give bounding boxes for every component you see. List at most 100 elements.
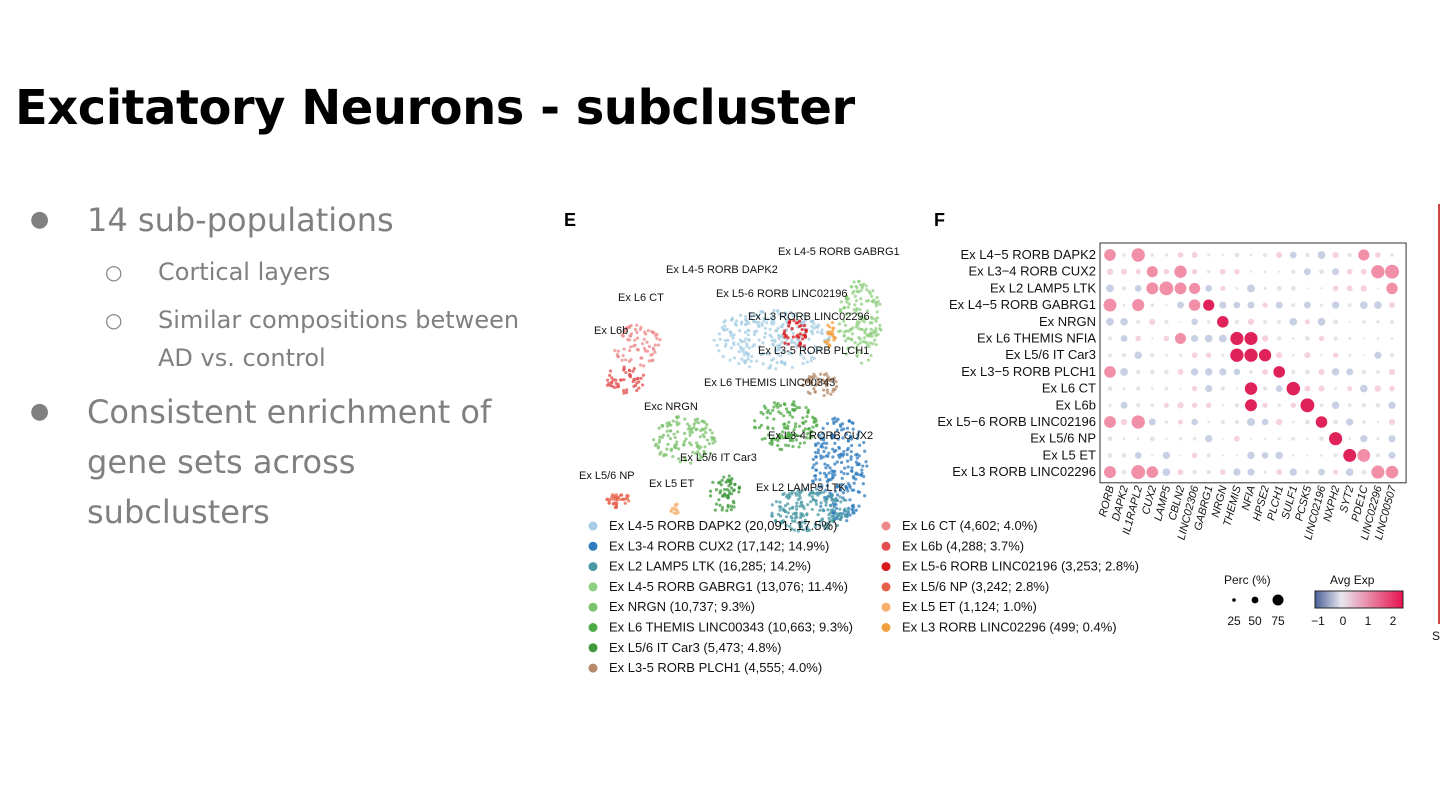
umap-point: [805, 414, 809, 419]
umap-point: [803, 521, 807, 525]
umap-point: [652, 348, 656, 352]
umap-point: [776, 326, 780, 330]
dot-plot-dot: [1318, 385, 1325, 392]
dot-plot-dot: [1347, 303, 1352, 307]
umap-point: [793, 312, 797, 316]
umap-point: [846, 346, 850, 351]
umap-point: [832, 338, 836, 342]
umap-point: [857, 454, 861, 458]
umap-point: [787, 420, 791, 424]
umap-point: [863, 494, 867, 498]
umap-cluster-label: Ex L4-5 RORB GABRG1: [778, 246, 900, 258]
dot-plot-dot: [1371, 265, 1385, 279]
perc-legend-dot: [1272, 594, 1284, 606]
umap-point: [826, 338, 831, 342]
dot-plot-dot: [1233, 435, 1240, 442]
umap-point: [682, 431, 687, 435]
dot-plot-dot: [1205, 385, 1213, 393]
umap-point: [796, 529, 800, 533]
dot-plot-dot: [1362, 420, 1366, 424]
dot-plot-dot: [1334, 387, 1338, 391]
umap-point: [874, 326, 878, 331]
umap-point: [632, 377, 636, 381]
umap-point: [832, 516, 836, 520]
dot-plot-dot: [1346, 418, 1354, 426]
dot-plot-dot: [1289, 251, 1297, 259]
umap-point: [839, 460, 844, 465]
dot-plot-dot: [1360, 435, 1368, 443]
dot-plot-dot: [1345, 468, 1354, 476]
dot-plot-dot: [1346, 268, 1353, 275]
dot-plot-dot: [1108, 336, 1112, 341]
umap-point: [855, 436, 859, 440]
dot-plot-dot: [1291, 269, 1296, 274]
umap-point: [763, 331, 768, 336]
umap-point: [851, 326, 855, 330]
umap-point: [826, 391, 830, 395]
umap-point: [726, 505, 730, 509]
umap-point: [845, 513, 849, 517]
umap-point: [802, 441, 807, 445]
dot-plot-dot: [1230, 331, 1244, 346]
avg-exp-colorbar: [1314, 590, 1404, 609]
umap-point: [776, 433, 780, 437]
dot-plot-dot: [1122, 437, 1126, 440]
umap-point: [873, 338, 877, 342]
umap-point: [754, 320, 758, 324]
umap-point: [632, 344, 636, 348]
dot-plot-dot: [1191, 318, 1198, 326]
dot-plot-dot: [1306, 437, 1309, 440]
umap-point: [773, 348, 777, 352]
umap-point: [732, 333, 736, 337]
dot-plot-dot: [1219, 268, 1226, 275]
dot-plot-dot: [1262, 386, 1268, 391]
umap-point: [828, 519, 832, 523]
umap-point: [607, 381, 611, 386]
umap-point: [647, 359, 651, 363]
legend-name: Ex L2 LAMP5 LTK: [609, 559, 715, 574]
umap-point: [855, 346, 859, 350]
dot-plot-dot: [1179, 454, 1182, 457]
umap-point: [813, 522, 817, 526]
dot-plot-dot: [1220, 419, 1225, 425]
dot-plot-dot: [1235, 387, 1239, 390]
umap-point: [669, 448, 673, 453]
umap-point: [799, 352, 803, 356]
umap-point: [726, 338, 730, 343]
umap-point: [850, 421, 854, 425]
umap-point: [729, 504, 733, 508]
umap-point: [845, 452, 849, 457]
umap-point: [813, 345, 817, 349]
dot-plot-dot: [1374, 385, 1382, 392]
umap-point: [766, 425, 770, 429]
umap-point: [868, 321, 872, 325]
legend-entry: Ex L3-5 RORB PLCH1 (4,555; 4.0%): [609, 660, 822, 675]
umap-point: [743, 330, 748, 334]
dot-plot-dot: [1346, 368, 1354, 376]
umap-point: [757, 315, 761, 319]
dot-plot-dot: [1235, 454, 1239, 457]
umap-point: [728, 358, 732, 362]
umap-point: [638, 327, 643, 331]
umap-point: [738, 329, 742, 333]
umap-point: [718, 491, 722, 495]
umap-point: [707, 442, 712, 446]
umap-point: [836, 513, 840, 517]
dot-plot-dot: [1389, 385, 1395, 392]
legend-stat: (16,285; 14.2%): [715, 559, 811, 574]
dot-plot-dot: [1146, 466, 1159, 478]
umap-point: [718, 480, 722, 484]
umap-point: [734, 323, 738, 327]
legend-name: Ex L3-5 RORB PLCH1: [609, 660, 741, 675]
dot-plot-dot: [1388, 418, 1396, 426]
dot-plot-row-label: Ex L5−6 RORB LINC02196: [937, 414, 1096, 429]
umap-point: [694, 420, 698, 424]
umap-point: [788, 438, 792, 443]
umap-point: [810, 329, 814, 334]
umap-point: [794, 438, 799, 442]
umap-point: [762, 404, 766, 408]
umap-point: [838, 455, 842, 459]
dot-plot-dot: [1233, 368, 1241, 376]
umap-point: [713, 508, 717, 512]
dot-plot-dot: [1376, 437, 1380, 441]
